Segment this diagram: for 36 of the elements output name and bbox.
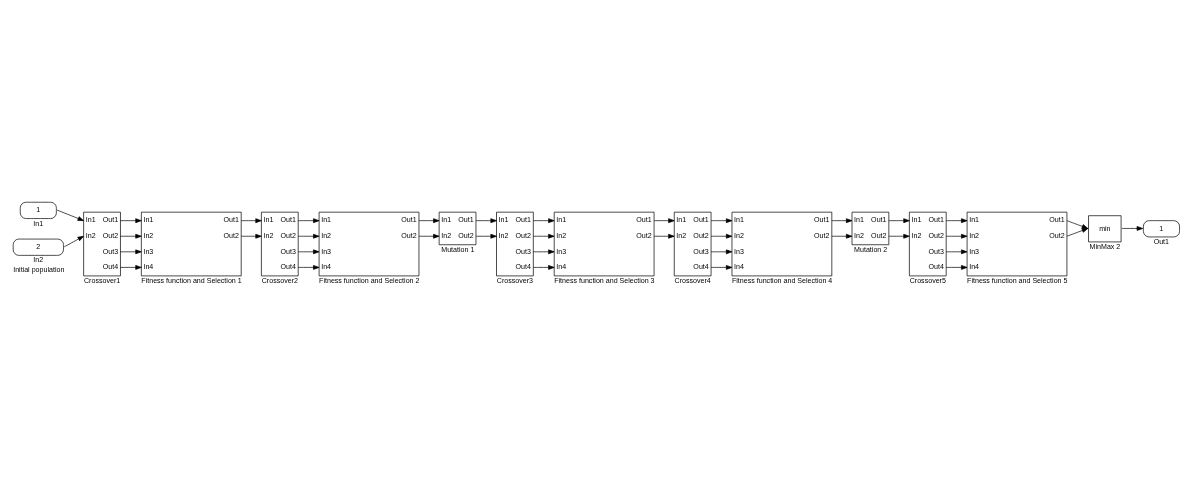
arrow	[945, 249, 968, 254]
arrow	[475, 233, 497, 239]
arrow	[1066, 227, 1089, 237]
arrow	[945, 217, 968, 223]
arrow	[710, 264, 733, 270]
arrow	[120, 264, 142, 270]
arrow	[532, 249, 555, 254]
arrow	[888, 217, 910, 223]
arrow	[532, 233, 555, 239]
arrow	[653, 233, 675, 239]
arrow	[710, 249, 733, 254]
arrow	[418, 233, 440, 239]
arrow	[831, 233, 853, 239]
arrow	[240, 233, 262, 239]
arrow	[831, 217, 853, 223]
arrow	[532, 264, 555, 270]
arrow	[297, 233, 320, 239]
arrow	[888, 233, 910, 239]
arrow	[475, 217, 497, 223]
arrow	[945, 233, 968, 239]
arrow	[653, 217, 675, 223]
arrow	[297, 217, 320, 223]
arrow	[710, 233, 733, 239]
arrow	[710, 217, 733, 223]
arrow	[297, 264, 320, 270]
arrow	[56, 209, 84, 221]
arrow	[240, 217, 262, 223]
arrow	[418, 217, 440, 223]
arrow	[120, 249, 142, 254]
arrow	[120, 233, 142, 239]
arrow	[120, 217, 142, 223]
arrow	[532, 217, 555, 223]
arrow	[945, 264, 968, 270]
arrow	[297, 249, 320, 254]
arrow	[63, 235, 84, 247]
arrow	[1121, 225, 1144, 231]
